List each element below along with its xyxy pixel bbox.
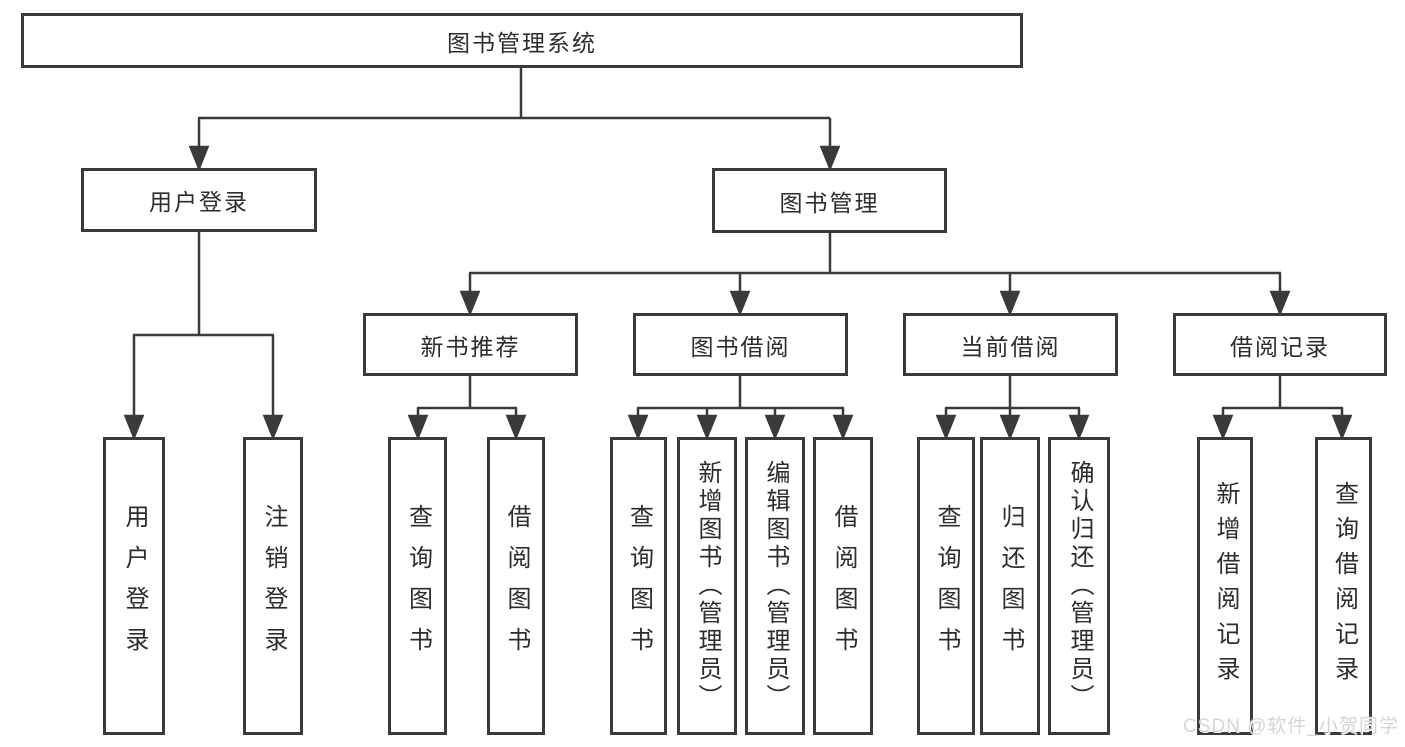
node-book-borrowing: 图书借阅 bbox=[633, 313, 848, 376]
csdn-watermark: CSDN @软件_小贺同学 bbox=[1183, 716, 1399, 737]
node-label: 图书管理系统 bbox=[447, 29, 597, 56]
leaf-cb-query-books: 查询图书 bbox=[917, 437, 975, 735]
node-current-borrowing: 当前借阅 bbox=[903, 313, 1118, 376]
leaf-br-add-borrow-record: 新增借阅记录 bbox=[1197, 437, 1253, 735]
leaf-bb-borrow-books: 借阅图书 bbox=[813, 437, 873, 735]
node-user-login: 用户登录 bbox=[81, 168, 317, 232]
node-label: 借阅图书 bbox=[830, 504, 857, 668]
leaf-bb-query-books: 查询图书 bbox=[610, 437, 667, 735]
node-label: 借阅图书 bbox=[503, 504, 530, 668]
leaf-cb-return-books: 归还图书 bbox=[980, 437, 1040, 735]
node-label: 归还图书 bbox=[997, 504, 1024, 668]
leaf-bb-edit-books-admin: 编辑图书（管理员） bbox=[745, 437, 805, 735]
node-book-management: 图书管理 bbox=[712, 168, 947, 233]
node-borrowing-records: 借阅记录 bbox=[1173, 313, 1387, 376]
node-label: 注销登录 bbox=[260, 504, 287, 668]
node-label: 新增借阅记录 bbox=[1212, 481, 1239, 691]
node-label: 新增图书（管理员） bbox=[694, 460, 721, 712]
node-label: 图书借阅 bbox=[690, 333, 791, 360]
leaf-cb-confirm-return-admin: 确认归还（管理员） bbox=[1048, 437, 1110, 735]
node-label: 用户登录 bbox=[149, 189, 249, 215]
node-new-book-recommendation: 新书推荐 bbox=[363, 313, 578, 376]
leaf-user-login: 用户登录 bbox=[103, 437, 165, 735]
node-label: 查询图书 bbox=[625, 504, 653, 668]
leaf-rec-query-books: 查询图书 bbox=[388, 437, 447, 735]
leaf-br-query-borrow-record: 查询借阅记录 bbox=[1315, 437, 1372, 735]
leaf-bb-add-books-admin: 新增图书（管理员） bbox=[677, 437, 737, 735]
node-label: 借阅记录 bbox=[1230, 333, 1330, 360]
node-label: 当前借阅 bbox=[960, 333, 1061, 360]
node-label: 新书推荐 bbox=[420, 333, 521, 360]
leaf-rec-borrow-books: 借阅图书 bbox=[487, 437, 545, 735]
node-label: 编辑图书（管理员） bbox=[762, 460, 789, 712]
node-label: 确认归还（管理员） bbox=[1066, 460, 1093, 712]
node-library-management-system: 图书管理系统 bbox=[21, 13, 1023, 68]
node-label: 查询图书 bbox=[404, 504, 432, 668]
node-label: 查询图书 bbox=[933, 504, 960, 668]
node-label: 图书管理 bbox=[779, 189, 880, 216]
node-label: 查询借阅记录 bbox=[1330, 481, 1358, 691]
leaf-logout-login: 注销登录 bbox=[243, 437, 303, 735]
node-label: 用户登录 bbox=[121, 504, 148, 668]
